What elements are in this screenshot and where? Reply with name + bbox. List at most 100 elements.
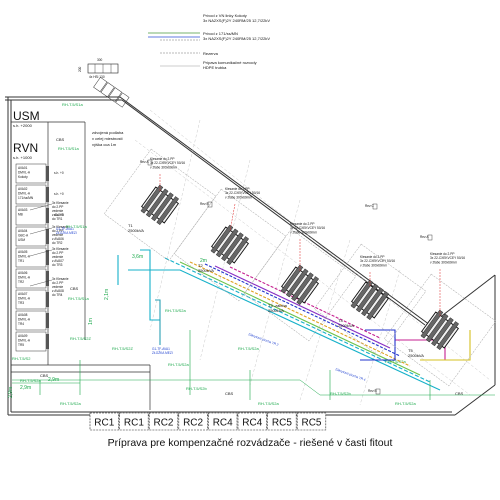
transformer-2-note-1: Klesanie do 2.PP [225,187,249,191]
cable-trays [12,249,495,400]
rvn-elevation: s.h. +1000 [13,155,33,160]
cabinet-door-6 [46,271,49,286]
cabinet-6-label-2: DMVL-A [18,276,31,280]
transformer-cell-5 [383,273,497,387]
cabinet-door-4 [46,229,49,244]
transformer-coil-4-4 [366,291,389,320]
feeder-leader-4 [29,279,53,287]
cabinet-door-9 [46,334,49,349]
building-walls [5,96,496,416]
transformer-coil-1-4 [156,196,179,225]
rvn-title: RVN [13,141,38,155]
transformer-4-power: 2500kVA [338,323,354,328]
transformer-coil-1-1 [140,184,164,214]
cbs-label-top: CBS [56,137,65,142]
tag-rh-s2b-b: RH-T.5/S2b [186,386,207,391]
cabinet-door-1 [46,166,49,181]
feeder-1-line-5: do TR1 [52,217,63,221]
transformer-cell-4 [313,243,427,357]
transformer-5-power: 2500kVA [408,353,424,358]
feeder-2-line-5: do TR2 [52,241,63,245]
transformer-body-5 [420,311,460,349]
cabinet-door-5 [46,250,49,265]
rc-cell-1 [89,412,119,431]
rc-cell-5-label: RC4 [213,418,233,429]
transformer-coil-4-3 [361,287,384,317]
transformer-1-name: T1 [128,223,133,228]
feeder-leader-3 [29,249,53,257]
transformer-body-3 [280,266,320,304]
cabinet-door-8 [46,313,49,328]
feeder-2-line-4: z AVA06 [52,237,64,241]
transformer-1-note-3: v žľabe 300x60mm [150,165,177,169]
transformer-3-note-1: Klesanie do 2.PP [290,222,314,226]
transformer-5-name: T5 [408,348,413,353]
tag-rh-s1a-cbs: RH-T.5/S1a [58,146,79,151]
floor-note-1: zdvojená podlaha [92,130,124,135]
rc-cell-6-label: RC4 [242,418,262,429]
cabinet-5-label-3: TR1 [18,259,24,263]
usm-title: USM [13,109,40,123]
feeder-leader-2 [29,227,53,235]
tag-rh-s1a-mid: RH-T.5/S1a [66,224,87,229]
transformer-5-note-2: 3x 22-CXEKVCEY 50/16 [430,256,465,260]
recess-tag-2: Rez B [200,202,209,206]
legend-line-5: Rezerva [203,51,219,56]
recess-box-5 [375,388,381,395]
transformer-1-note-2: 3x 22-CXEKVCEY 50/16 [150,161,185,165]
drive-label-tr4: Zákrytová plocha TR 4 [335,367,367,382]
tag-rh-s2-left: RH-T.5/S2 [12,356,31,361]
pipe-block-label: 4x HSi 130 [89,75,105,79]
transformer-5-note-1: Klesanie do 2.PP [430,252,454,256]
feeder-3-line-1: 3x Klesanie [52,247,69,251]
cabinet-8-label-1: AVA08 [18,313,28,317]
drive-label-tr2: Zákrytová plocha TR 2 [248,332,280,347]
tag-rh-s2z-2: RH-T.5/S2Z [112,346,133,351]
transformer-4-note-2: 3x 22-CXEKVCEY 50/16 [360,259,395,263]
transformer-3-power: 2500kVA [268,308,284,313]
transformer-coil-2-2 [215,228,239,258]
usm-elevation: s.h. +2000 [13,123,33,128]
transformer-coil-1-3 [151,192,174,222]
cabinet-2-elev: s.h. +0 [54,192,64,196]
cbs-label-bottom: CBS [225,391,234,396]
cabinet-4-label-3: USM [18,238,25,242]
ref-b-2: ZŁOŽKA MEZI [152,350,173,355]
transformer-3-note-3: v žľabe 300x60mm [290,230,317,234]
dimensions: 2,9m 2,9m 2,9m 3,6m 2,1m 2m 1m [8,254,207,398]
feeder-leader-1 [29,203,53,211]
cabinet-1-label-3: Kokoty [18,175,28,179]
tag-rh-s2z: RH-T.5/S2Z [70,336,91,341]
recess-tag-5: Rez B [368,389,377,393]
transformer-coil-5-2 [425,313,449,343]
transformer-coil-3-4 [296,276,319,305]
cabinet-5-label-1: AVA05 [18,250,28,254]
cabinet-6-label-3: TR2 [18,280,24,284]
feeder-1-line-1: 3x Klesanie [52,201,69,205]
feeder-4-line-4: z AVA08 [52,289,64,293]
tag-rh-s1a-top: RH-T.5/S1a [62,102,83,107]
transformer-body-2 [210,226,250,264]
tag-rh-s2a-m3: RH-T.5/S2a [165,308,186,313]
recess-box-4 [427,234,433,241]
dim-d2: 2,9m [48,377,59,383]
cabinet-3-elev: s.h. +0 [54,213,64,217]
ref-b: ZŁOŽKA MEZI [56,230,77,235]
feeder-3-line-4: z AVA07 [52,259,64,263]
cabinet-2-label-2: DMVL-A [18,192,31,196]
tag-rh-s2a-bl: RH-T.5/S2a [20,378,41,383]
legend-line-4: 3x NA2XS(F)2Y 240RM/25 12,7/22kV [203,36,270,41]
legend-line-1: Prívod z VN linky Kokoty [203,13,247,18]
recess-tag-4: Rez A [420,235,429,239]
transformer-5-note-3: v žľabe 300x60mm [430,260,457,264]
transformer-4-name: T4 [338,318,343,323]
recess-box-1 [147,159,153,166]
cabinet-1-label-1: AVA01 [18,166,28,170]
tag-rh-s2a-m: RH-T.5/S2a [168,362,189,367]
cabinet-5-label-2: DMVL-A [18,255,31,259]
legend-line-3: Prívod z 171/ss/MN [203,31,238,36]
rc-cell-6 [237,412,267,431]
